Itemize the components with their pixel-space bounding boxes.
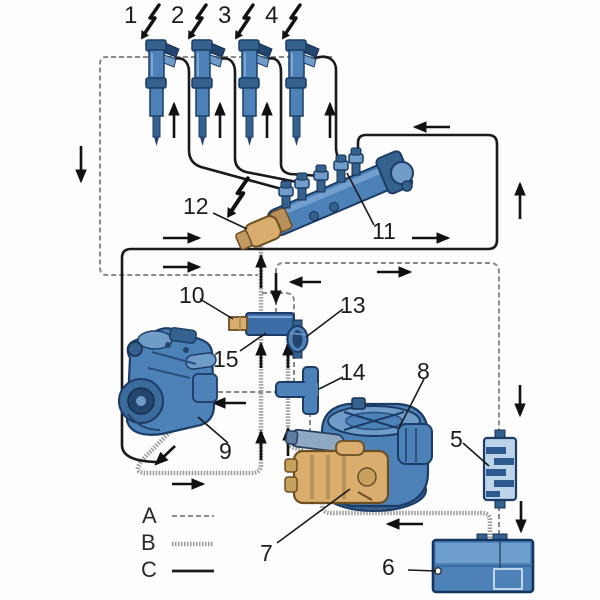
injector4-hp-line — [310, 55, 342, 163]
lightning-icon — [139, 3, 161, 42]
callout-4: 4 — [265, 2, 279, 29]
callout-1: 1 — [124, 2, 138, 29]
arrow-downleft-pump-out — [154, 445, 176, 466]
callout-7: 7 — [260, 540, 273, 566]
return-junction-unit — [228, 312, 295, 336]
callout-13: 13 — [340, 292, 366, 318]
callout-6: 6 — [382, 554, 395, 580]
legend-samples — [172, 515, 214, 573]
leader-lines — [197, 172, 490, 572]
electric-fuel-pump — [284, 440, 390, 505]
callout-8: 8 — [417, 358, 430, 384]
injector2-hp-line — [216, 57, 303, 185]
return-lines-thin — [99, 56, 500, 540]
lightning-icon — [233, 3, 255, 42]
temp-sender — [228, 316, 248, 331]
callout-3: 3 — [218, 2, 232, 29]
injector1-hp-line — [170, 57, 287, 193]
callout-15: 15 — [213, 346, 239, 372]
lightning-icon — [280, 3, 302, 42]
legend-label-c: C — [141, 557, 157, 582]
in-tank-pump-outline — [493, 568, 523, 590]
callout-5: 5 — [450, 426, 463, 452]
tank-to-filter-line — [319, 458, 493, 538]
callout-12: 12 — [183, 193, 209, 219]
t-piece — [275, 366, 319, 415]
fuel-tank — [431, 533, 535, 594]
check-valve — [286, 319, 309, 359]
fuel-cooler — [482, 429, 518, 509]
high-pressure-pump — [118, 327, 218, 436]
rail-fittings — [278, 147, 364, 209]
injector-return-line — [99, 56, 332, 276]
pump-to-rail-line — [120, 133, 499, 464]
high-pressure-rail — [235, 147, 414, 251]
lightning-icon — [186, 3, 208, 42]
lightning-icon — [225, 176, 250, 220]
rail-return-branch — [262, 292, 295, 324]
callout-14: 14 — [340, 359, 366, 385]
callout-10: 10 — [179, 282, 205, 308]
pump-return-loop-line — [135, 242, 264, 476]
callout-2: 2 — [171, 2, 185, 29]
flow-arrows — [75, 101, 527, 534]
filter-inlet-port — [285, 428, 345, 453]
callout-11: 11 — [372, 218, 396, 244]
injector-4 — [285, 39, 320, 147]
legend-label-a: A — [142, 503, 157, 528]
callout-9: 9 — [219, 438, 232, 464]
injector3-hp-line — [263, 57, 322, 178]
legend-label-b: B — [141, 530, 156, 555]
fuel-filter-assembly — [284, 397, 433, 512]
